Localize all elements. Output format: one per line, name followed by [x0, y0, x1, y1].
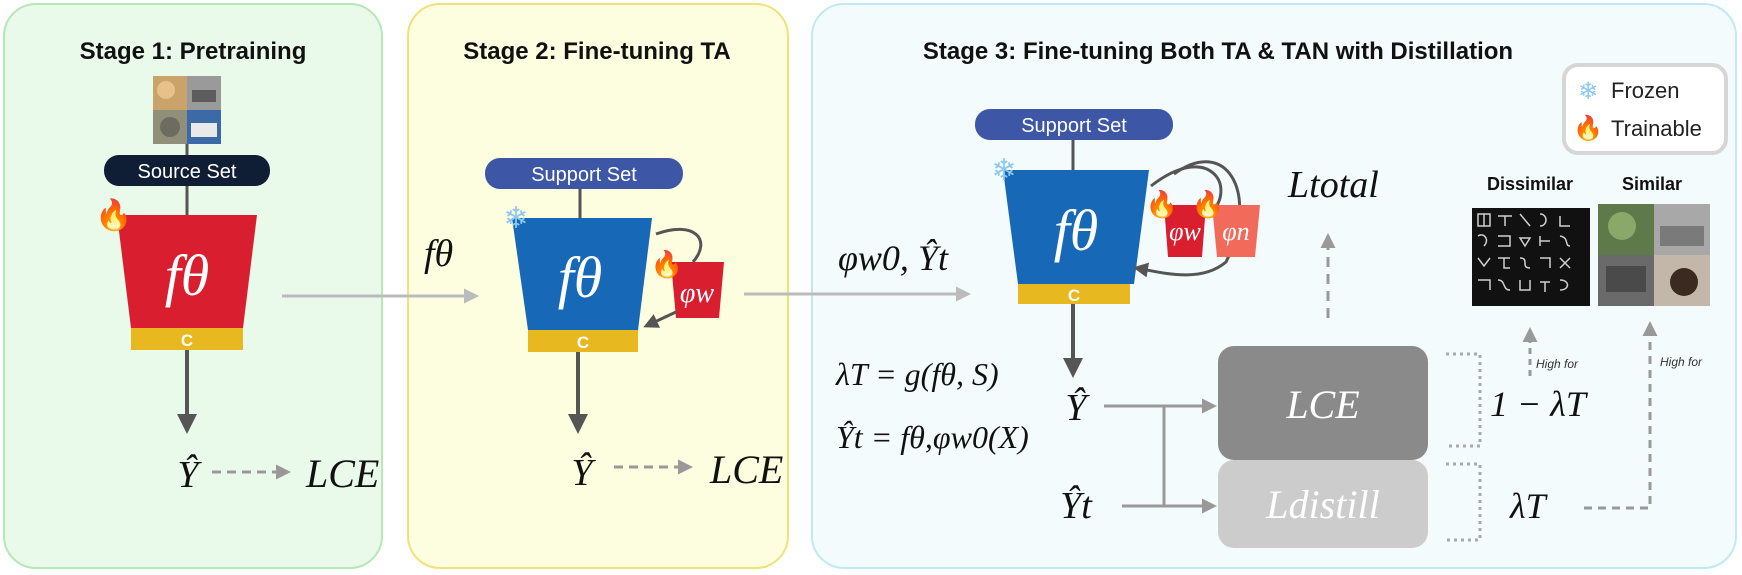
- legend-frozen: Frozen: [1611, 78, 1679, 103]
- equation-lambda: λT = g(fθ, S): [835, 356, 999, 392]
- snowflake-icon: ❄: [1578, 77, 1598, 105]
- stage2-loss: LCE: [709, 447, 783, 492]
- stage2-adapter: [671, 262, 724, 318]
- svg-text:Support Set: Support Set: [531, 164, 637, 186]
- snowflake-icon: ❄: [503, 201, 528, 236]
- transfer-label-1: fθ: [424, 233, 453, 275]
- equation-yt: Ŷt = fθ,φw0(X): [836, 419, 1029, 455]
- stage3-output: Ŷ: [1065, 387, 1090, 429]
- flame-icon: 🔥: [1146, 189, 1178, 220]
- flame-icon: 🔥: [1573, 114, 1603, 142]
- stage3-network: [1003, 170, 1149, 284]
- stage2-output: Ŷ: [571, 452, 596, 494]
- stage1-network: [117, 215, 257, 328]
- similar-image: [1598, 204, 1710, 306]
- stage3-adapter-w: [1164, 205, 1206, 257]
- stage3-adapter-n-symbol: φn: [1222, 217, 1249, 246]
- stage1-title: Stage 1: Pretraining: [80, 38, 307, 65]
- stage2-adapter-symbol: φw: [680, 278, 714, 309]
- legend-box: [1562, 63, 1728, 155]
- weight-ce: 1 − λT: [1490, 384, 1589, 424]
- stage3-adapter-w-symbol: φw: [1169, 217, 1201, 246]
- stage1-output: Ŷ: [177, 454, 202, 496]
- stage1-classifier: [131, 328, 243, 350]
- stage2-network: [512, 218, 652, 330]
- stage3-title: Stage 3: Fine-tuning Both TA & TAN with …: [923, 38, 1513, 65]
- dissimilar-image: [1472, 208, 1590, 306]
- snowflake-icon: ❄: [991, 153, 1016, 188]
- flame-icon: 🔥: [1192, 189, 1224, 220]
- stage2-classifier: [528, 330, 638, 352]
- stage3-network-symbol: fθ: [1054, 198, 1099, 263]
- high-for-label-1: High for: [1536, 357, 1579, 371]
- high-for-label-2: High for: [1660, 355, 1703, 369]
- svg-text:C: C: [181, 331, 193, 350]
- loss-distill-box: [1218, 460, 1428, 548]
- stage2-support-set-label: [485, 158, 683, 189]
- source-set-label: [104, 155, 270, 186]
- flame-icon: 🔥: [651, 249, 683, 280]
- stage1-network-symbol: fθ: [165, 243, 210, 308]
- stage3-adapter-n: [1212, 205, 1260, 257]
- similar-label: Similar: [1622, 174, 1682, 194]
- svg-text:Support Set: Support Set: [1021, 115, 1127, 137]
- svg-text:C: C: [577, 333, 589, 352]
- loss-distill-label: Ldistill: [1265, 482, 1379, 527]
- stage3-output-t: Ŷt: [1060, 485, 1093, 527]
- loss-total: Ltotal: [1287, 164, 1379, 206]
- svg-text:Source Set: Source Set: [138, 161, 237, 183]
- stage1-loss: LCE: [305, 451, 379, 496]
- stage2-network-symbol: fθ: [558, 245, 603, 310]
- stage3-panel: [811, 3, 1737, 569]
- legend-trainable: Trainable: [1611, 116, 1702, 141]
- weight-distill: λT: [1509, 486, 1549, 526]
- loss-ce-label: LCE: [1285, 382, 1359, 427]
- stage3-support-set-label: [975, 109, 1173, 140]
- stage3-classifier: [1018, 284, 1130, 304]
- loss-ce-box: [1218, 346, 1428, 460]
- flame-icon: 🔥: [95, 197, 132, 233]
- stage2-title: Stage 2: Fine-tuning TA: [463, 38, 731, 65]
- dissimilar-label: Dissimilar: [1487, 174, 1573, 194]
- transfer-label-2: φw0, Ŷt: [838, 238, 949, 278]
- svg-text:C: C: [1068, 286, 1080, 305]
- source-images: [153, 76, 221, 144]
